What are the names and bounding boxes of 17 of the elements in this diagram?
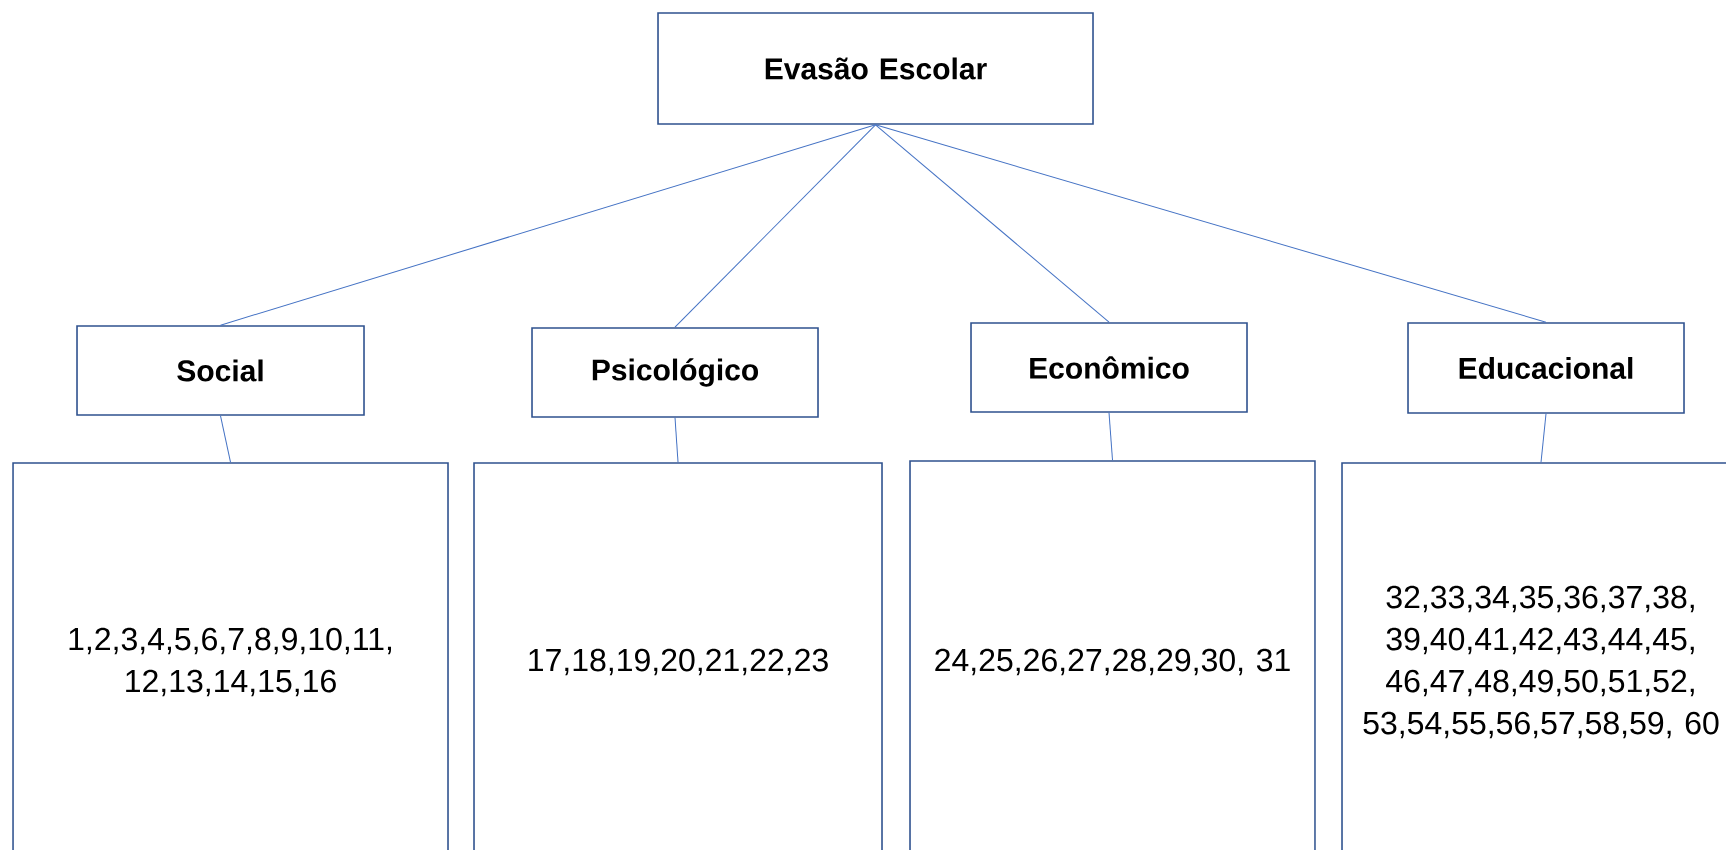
- category-box: Educacional: [1407, 322, 1685, 414]
- connector-line: [1108, 412, 1113, 461]
- category-box: Social: [76, 325, 365, 416]
- connector-line: [1540, 413, 1547, 463]
- connector-line: [220, 415, 231, 463]
- category-box: Econômico: [970, 322, 1248, 413]
- list-box: 17,18,19,20,21,22,23: [473, 462, 883, 850]
- title-box: Evasão Escolar: [657, 12, 1094, 125]
- connector-line: [875, 124, 1547, 323]
- category-box: Psicológico: [531, 327, 819, 418]
- list-box: 1,2,3,4,5,6,7,8,9,10,11, 12,13,14,15,16: [12, 462, 449, 850]
- list-box: 32,33,34,35,36,37,38, 39,40,41,42,43,44,45, 46,47,48,49,50,51,52, 53,54,55,56,57,58,59, 60: [1341, 462, 1726, 850]
- connector-line: [875, 124, 1110, 323]
- list-box: 24,25,26,27,28,29,30, 31: [909, 460, 1316, 850]
- connector-line: [674, 417, 679, 463]
- connector-line: [220, 124, 876, 326]
- connector-line: [674, 124, 876, 328]
